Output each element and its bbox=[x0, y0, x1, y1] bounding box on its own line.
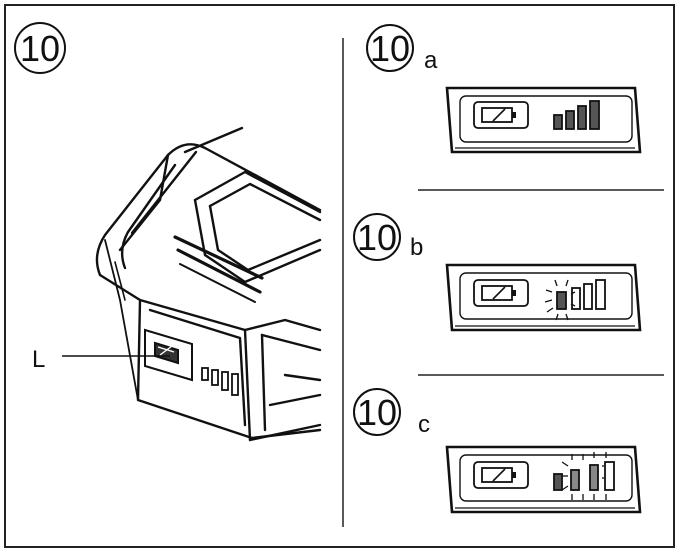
panel-a-number: 10 bbox=[370, 28, 410, 69]
battery-icon bbox=[473, 101, 529, 129]
panel-a-display bbox=[445, 86, 642, 154]
panel-b: 10 b bbox=[353, 213, 642, 332]
charge-level-bars-icon bbox=[556, 279, 606, 310]
blink-rays-icon bbox=[544, 279, 576, 321]
panel-b-number: 10 bbox=[357, 217, 397, 258]
panel-a-letter: a bbox=[424, 47, 438, 74]
figure-border bbox=[4, 4, 675, 548]
main-figure-number: 10 bbox=[14, 22, 66, 74]
panel-b-display bbox=[445, 263, 642, 332]
status-panel-illustration bbox=[144, 328, 239, 396]
callout-label: L bbox=[32, 346, 45, 373]
battery-icon bbox=[473, 279, 529, 307]
panel-a: 10 a bbox=[366, 24, 642, 154]
charge-level-bars-icon bbox=[553, 100, 600, 130]
panel-b-letter: b bbox=[410, 234, 423, 261]
panel-c-letter: c bbox=[418, 411, 430, 438]
panel-c-display bbox=[445, 445, 642, 514]
battery-pack-illustration bbox=[95, 126, 322, 442]
panel-c-number: 10 bbox=[357, 392, 397, 433]
callout-l: L bbox=[32, 346, 170, 373]
charge-level-bars-icon bbox=[201, 367, 239, 396]
main-figure-number-text: 10 bbox=[20, 28, 60, 69]
battery-icon bbox=[473, 461, 529, 489]
charge-level-bars-icon bbox=[553, 461, 615, 491]
blink-rays-icon bbox=[561, 452, 607, 500]
panel-c: 10 c bbox=[353, 388, 642, 514]
battery-icon bbox=[154, 341, 179, 365]
